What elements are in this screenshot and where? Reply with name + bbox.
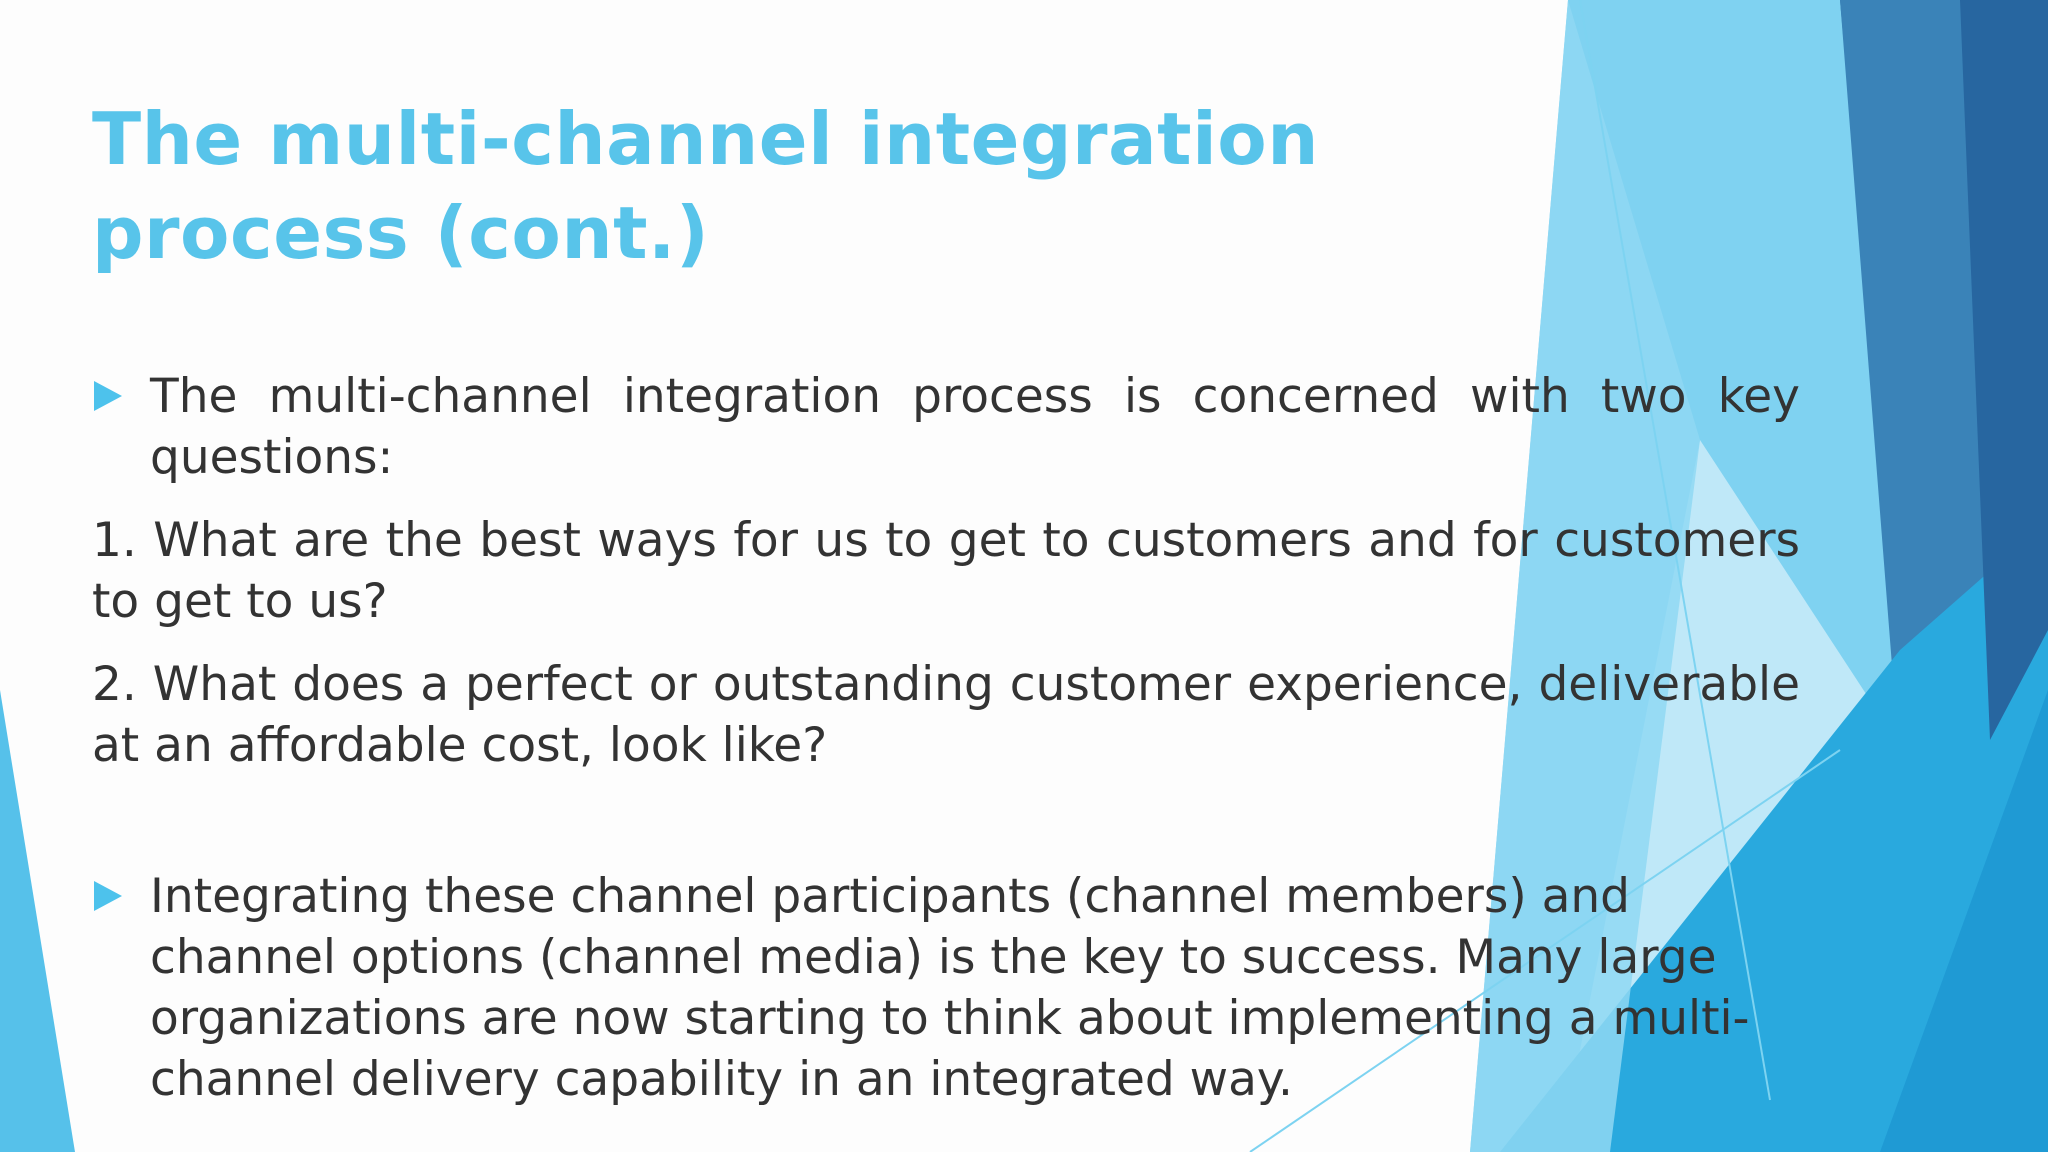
- decor-line-1: [1579, 0, 1771, 1101]
- bullet-text-1: The multi-channel integration process is…: [150, 369, 1800, 485]
- right-bright-facet: [1880, 690, 2048, 1152]
- right-light-overlay: [1470, 0, 1700, 1152]
- numbered-point-1: 1. What are the best ways for us to get …: [92, 513, 1800, 629]
- right-dark-facet: [1960, 0, 2048, 740]
- left-accent-shape: [0, 690, 75, 1152]
- triangle-bullet-icon: [92, 866, 150, 926]
- bullet-item-2: Integrating these channel participants (…: [92, 866, 1800, 1110]
- numbered-point-2: 2. What does a perfect or outstanding cu…: [92, 657, 1800, 773]
- triangle-bullet-icon: [92, 366, 150, 426]
- slide-title: The multi-channel integration process (c…: [92, 97, 1319, 275]
- bullet-text-2: Integrating these channel participants (…: [150, 869, 1750, 1107]
- bullet-item-1: The multi-channel integration process is…: [92, 366, 1800, 488]
- decor-line-2: [1249, 749, 1841, 1152]
- right-cyan-facet: [1500, 520, 2048, 1152]
